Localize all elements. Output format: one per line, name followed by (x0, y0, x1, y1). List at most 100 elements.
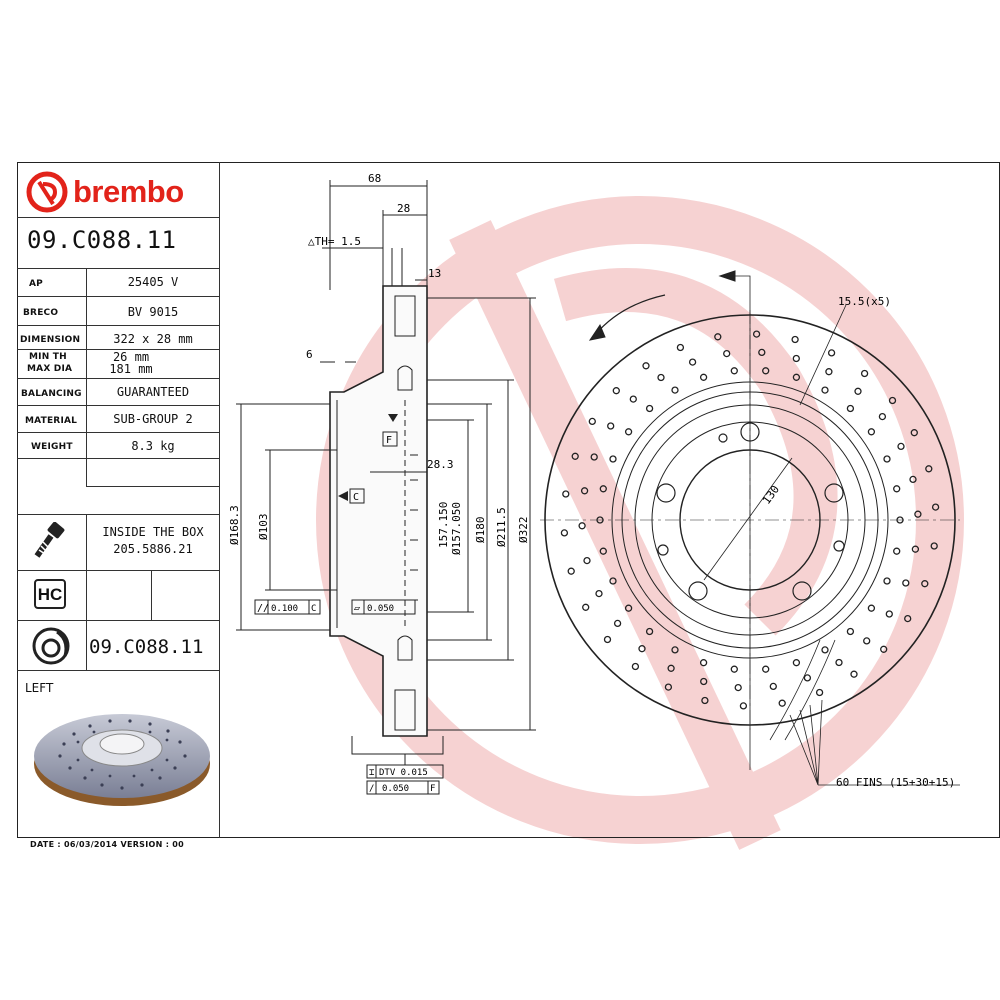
dim-28: 28 (397, 202, 410, 215)
drill-hole (846, 404, 855, 413)
drill-hole (762, 665, 770, 673)
drill-hole (769, 682, 777, 691)
screw-icon (34, 522, 65, 558)
drill-hole (607, 422, 615, 430)
dim-dia-103: Ø103 (257, 514, 270, 541)
part-number: 09.C088.11 (27, 226, 177, 254)
drill-hole (599, 547, 607, 555)
drill-hole (815, 688, 824, 697)
spec-label-material: MATERIAL (25, 416, 78, 426)
drill-hole (910, 429, 918, 437)
drill-hole (571, 452, 579, 460)
hc-badge: HC (34, 579, 66, 609)
drill-hole (671, 646, 679, 654)
brembo-logo-icon (26, 171, 68, 213)
drill-hole (792, 354, 800, 363)
drill-hole (930, 542, 938, 550)
drill-hole (931, 503, 940, 511)
drill-hole (883, 577, 891, 585)
drill-hole (613, 619, 622, 628)
drill-hole (699, 659, 708, 667)
drill-hole (863, 637, 871, 645)
spec-label-weight: WEIGHT (31, 442, 73, 452)
drill-hole (734, 683, 742, 692)
spec-value-dimension: 322 x 28 mm (113, 332, 193, 346)
dim-dia-157-a: 157.150 (437, 502, 450, 548)
tol-flatness-symbol: ▱ (354, 603, 360, 614)
drill-hole (631, 662, 640, 671)
drill-hole (609, 577, 617, 585)
dim-dia-157-b: Ø157.050 (450, 502, 463, 555)
dim-dia-180: Ø180 (474, 517, 487, 544)
drill-hole (642, 362, 650, 370)
brand-name: brembo (73, 174, 184, 209)
inside-box-code: 205.5886.21 (113, 542, 193, 556)
drill-hole (821, 646, 829, 654)
drill-hole (867, 604, 876, 612)
spec-label-breco: BRECO (23, 308, 59, 318)
drill-hole (599, 485, 607, 493)
drill-hole (562, 490, 570, 498)
drill-hole (612, 387, 620, 395)
drill-hole (909, 475, 917, 484)
spec-label-dimension: DIMENSION (20, 335, 81, 345)
side-label: LEFT (25, 681, 54, 695)
footer-part-number: 09.C088.11 (89, 636, 204, 658)
drill-hole (595, 589, 603, 598)
drill-hole (583, 556, 591, 565)
dim-holes: 15.5(x5) (838, 295, 891, 308)
dim-fins: 60 FINS (15+30+15) (836, 776, 955, 789)
drill-hole (883, 455, 891, 463)
drill-hole (888, 396, 897, 405)
drill-hole (925, 465, 933, 473)
drill-hole (880, 645, 888, 653)
drill-hole (701, 696, 709, 705)
drill-hole (821, 386, 829, 394)
drill-hole (897, 442, 905, 451)
drill-hole (846, 627, 855, 636)
drill-hole (578, 522, 586, 530)
drill-hole (688, 358, 697, 366)
tol-box-2-value: 0.050 (367, 604, 394, 614)
spec-value-max-dia: 181 mm (109, 362, 153, 376)
tol-parallel-symbol: // (257, 603, 269, 614)
drill-hole (896, 516, 904, 524)
drill-hole (893, 547, 901, 555)
drill-hole (792, 373, 801, 381)
drill-hole (904, 614, 912, 623)
drill-hole (739, 702, 748, 710)
inside-box-title: INSIDE THE BOX (102, 525, 204, 539)
dim-dia-168: Ø168.3 (228, 505, 241, 545)
dim-th: △TH= 1.5 (308, 235, 361, 248)
drill-hole (778, 699, 786, 707)
drill-hole (791, 335, 799, 344)
spec-value-ap: 25405 V (127, 275, 179, 289)
drill-hole (850, 670, 858, 678)
drill-hole (664, 683, 673, 691)
drill-hole (645, 404, 654, 413)
tol-runout-symbol: / (369, 784, 374, 794)
drill-hole (671, 386, 679, 394)
drill-hole (893, 485, 901, 493)
spec-label-balancing: BALANCING (21, 389, 82, 399)
tol-thickness-symbol: ⌶ (369, 768, 375, 778)
info-panel: brembo 09.C088.11 AP 25405 V BRECO BV 90… (17, 162, 220, 838)
drill-hole (825, 368, 833, 376)
drill-hole (902, 579, 910, 587)
drill-hole (676, 343, 685, 352)
disc-render-image (34, 714, 210, 806)
spec-value-min-th: 26 mm (112, 350, 150, 364)
drill-hole (803, 674, 812, 682)
dim-68: 68 (368, 172, 381, 185)
dim-pcd: 130 (760, 483, 782, 507)
tol-dtv: DTV 0.015 (379, 768, 428, 778)
drill-hole (590, 453, 598, 461)
tol-box-3-ref: F (430, 784, 435, 794)
spec-value-balancing: GUARANTEED (116, 385, 190, 399)
drill-hole (730, 665, 738, 673)
disc-icon (32, 627, 70, 665)
ref-f: F (386, 435, 392, 446)
drill-hole (560, 529, 569, 537)
spec-value-breco: BV 9015 (127, 305, 179, 319)
drill-hole (582, 603, 590, 611)
